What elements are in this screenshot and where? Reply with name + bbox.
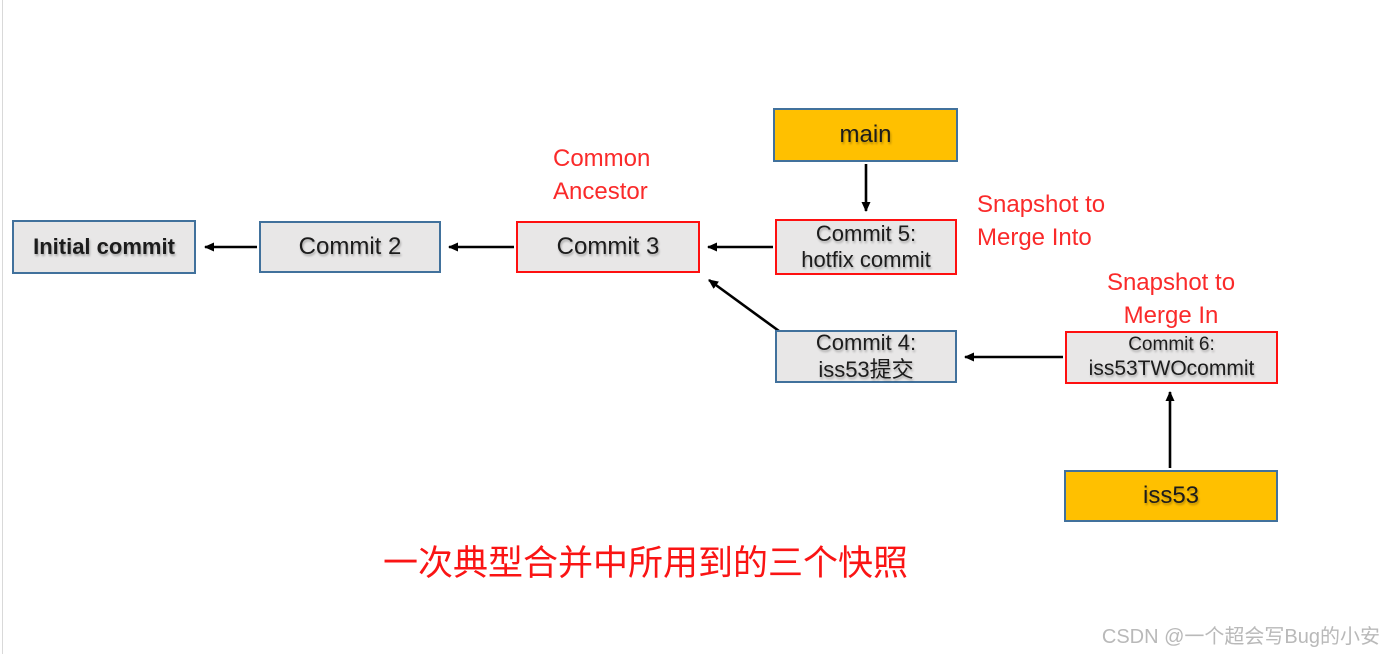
annotation-line: Merge In	[1123, 302, 1219, 329]
annotation-line: Merge Into	[977, 224, 1092, 251]
annotation-line: Ancestor	[553, 178, 648, 205]
node-label: Commit 5:	[815, 220, 917, 246]
csdn-watermark: CSDN @一个超会写Bug的小安	[1101, 626, 1380, 648]
node-label: Initial commit	[33, 233, 175, 259]
annotation-line: Snapshot to	[977, 191, 1106, 218]
node-label: Commit 6:	[1128, 333, 1215, 355]
node-label: Commit 4:	[815, 330, 917, 356]
annotation-line: Snapshot to	[1106, 269, 1236, 296]
node-branch-iss53: iss53	[1064, 470, 1278, 522]
annotation-snapshot-to-merge-into: Snapshot to Merge Into	[977, 188, 1105, 254]
node-branch-main: main	[773, 108, 958, 162]
node-initial-commit: Initial commit	[12, 220, 196, 274]
node-label: iss53提交	[818, 356, 914, 382]
node-commit-4: Commit 4: iss53提交	[775, 330, 957, 383]
annotation-common-ancestor: Common Ancestor	[553, 142, 650, 208]
node-commit-5: Commit 5: hotfix commit	[775, 219, 957, 275]
node-label: Commit 3	[556, 232, 660, 260]
node-label: Commit 2	[298, 232, 402, 260]
node-commit-6: Commit 6: iss53TWOcommit	[1065, 331, 1278, 384]
node-label: hotfix commit	[801, 247, 931, 272]
node-label: iss53	[1142, 481, 1200, 509]
diagram-caption: 一次典型合并中所用到的三个快照	[383, 544, 909, 583]
node-commit-2: Commit 2	[259, 221, 441, 273]
node-label: iss53TWOcommit	[1088, 357, 1255, 381]
node-label: main	[839, 120, 892, 148]
annotation-line: Common	[553, 145, 651, 172]
node-commit-3: Commit 3	[516, 221, 700, 273]
slide-edge-line	[2, 0, 3, 654]
annotation-snapshot-to-merge-in: Snapshot to Merge In	[1101, 266, 1241, 332]
arrow-commit4-to-commit3	[708, 278, 780, 333]
